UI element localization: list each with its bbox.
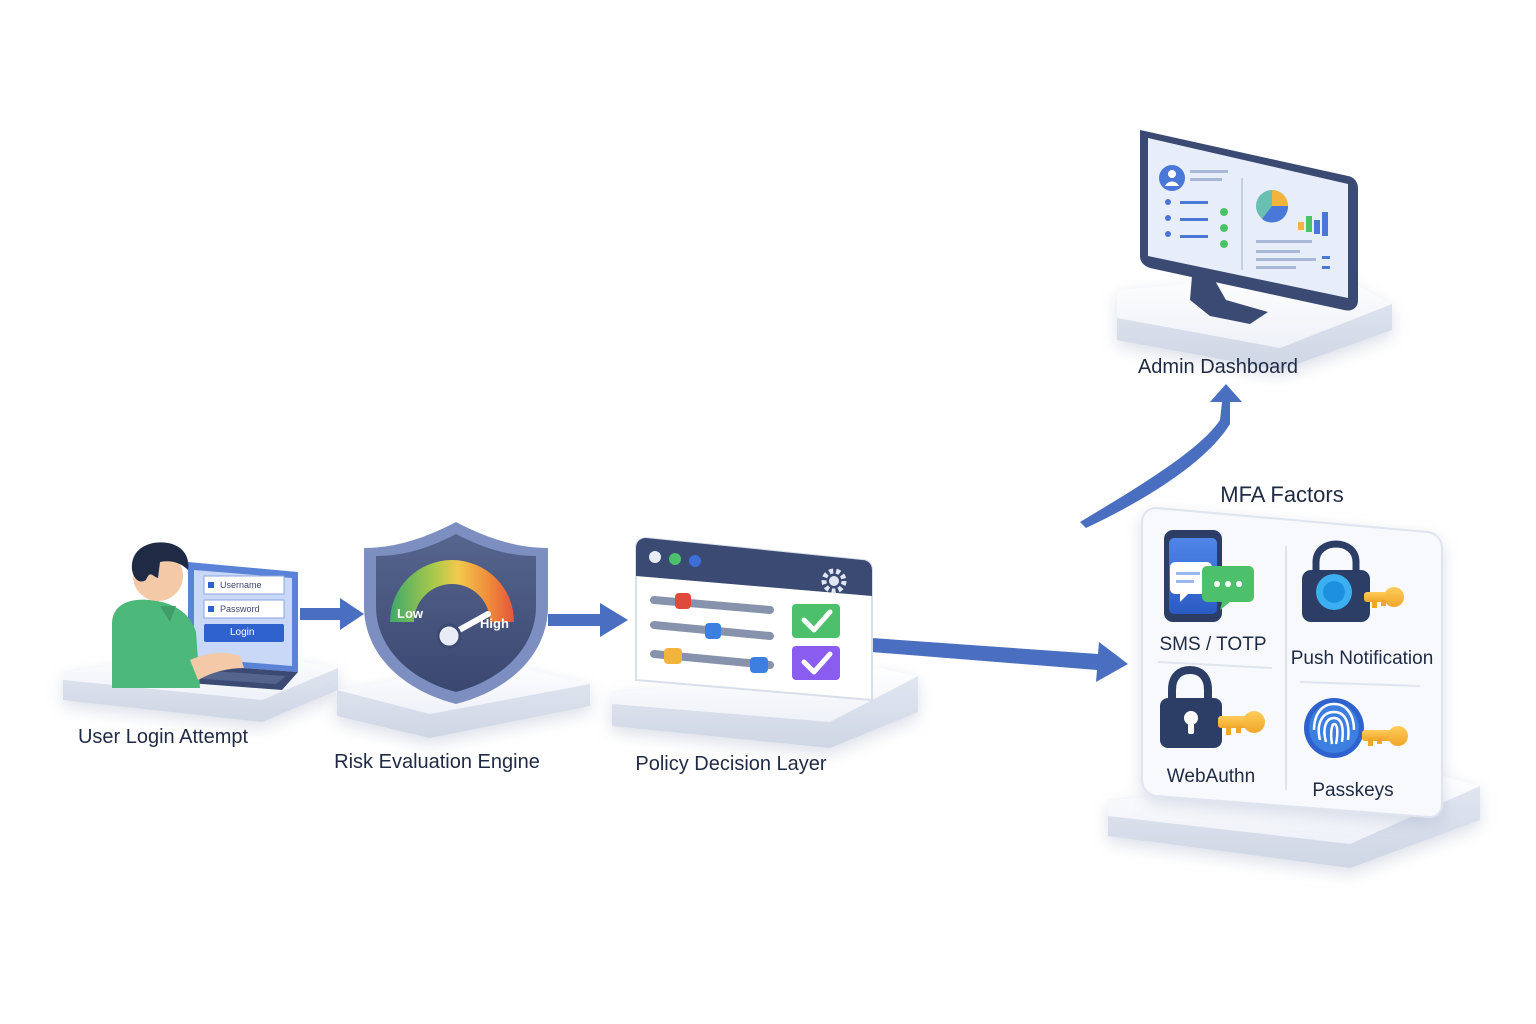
phone-message-icon bbox=[1164, 530, 1254, 622]
slider-2 bbox=[650, 621, 774, 640]
gauge-high-label: High bbox=[480, 616, 509, 631]
fingerprint-key-icon bbox=[1304, 698, 1408, 758]
policy-stage-label: Policy Decision Layer bbox=[635, 753, 827, 775]
padlock-key-icon bbox=[1160, 665, 1265, 748]
factor-passkeys-label: Passkeys bbox=[1312, 780, 1394, 801]
password-placeholder: Password bbox=[220, 604, 260, 614]
username-field bbox=[203, 575, 285, 595]
arrow-mfa-to-admin bbox=[1080, 384, 1242, 528]
factor-sms-label: SMS / TOTP bbox=[1159, 634, 1267, 655]
laptop-icon bbox=[176, 562, 298, 690]
login-stage-label: User Login Attempt bbox=[77, 726, 249, 748]
user-avatar bbox=[112, 542, 244, 688]
gear-icon bbox=[821, 568, 847, 594]
checklist bbox=[1165, 199, 1228, 248]
lock-key-icon bbox=[1302, 540, 1404, 622]
login-button-label: Login bbox=[230, 627, 255, 638]
arrow-login-to-risk bbox=[300, 598, 364, 630]
check-green-icon bbox=[792, 604, 840, 638]
risk-gauge bbox=[390, 560, 514, 649]
slider-1 bbox=[650, 593, 774, 614]
factor-webauthn-label: WebAuthn bbox=[1166, 766, 1256, 787]
username-placeholder: Username bbox=[220, 580, 262, 590]
pie-chart-icon bbox=[1256, 190, 1289, 223]
slider-3 bbox=[650, 648, 774, 673]
arrow-policy-to-mfa bbox=[871, 638, 1128, 682]
policy-window bbox=[635, 536, 873, 702]
mfa-title: MFA Factors bbox=[1220, 482, 1344, 507]
monitor-icon bbox=[1140, 130, 1358, 324]
bar-chart-icon bbox=[1298, 212, 1328, 236]
arrow-risk-to-policy bbox=[548, 603, 628, 637]
shield-icon bbox=[364, 522, 548, 704]
factor-push-label: Push Notification bbox=[1290, 648, 1434, 669]
password-field bbox=[203, 599, 285, 619]
login-button bbox=[204, 624, 284, 642]
check-purple-icon bbox=[792, 646, 840, 680]
gauge-low-label: Low bbox=[397, 606, 423, 621]
risk-stage-label: Risk Evaluation Engine bbox=[334, 751, 540, 773]
admin-stage-label: Admin Dashboard bbox=[1137, 356, 1299, 378]
